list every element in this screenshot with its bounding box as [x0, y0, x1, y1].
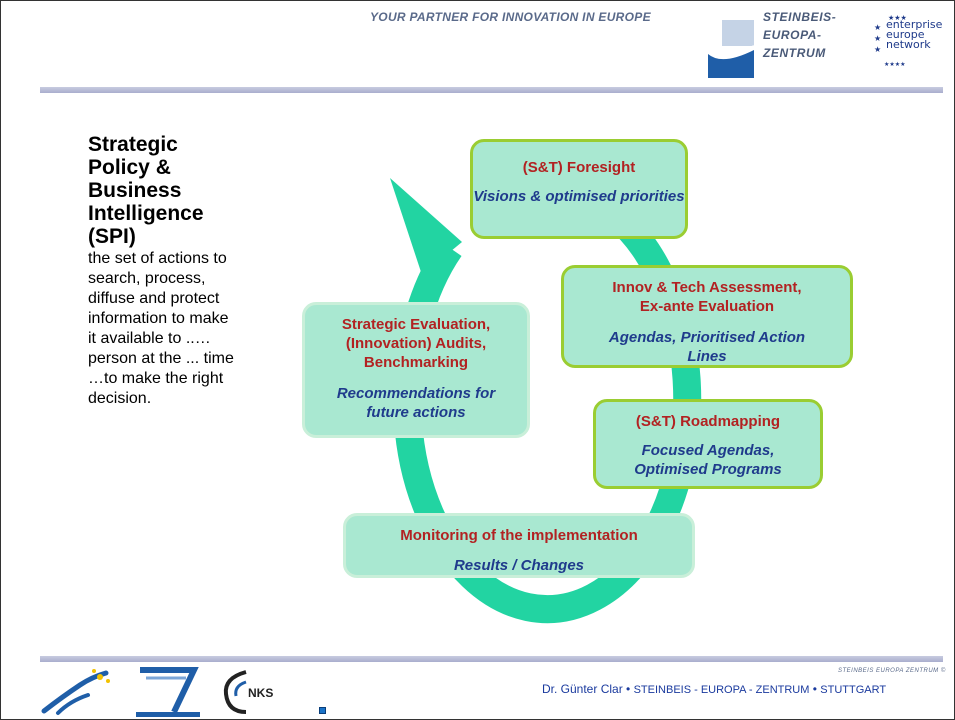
- een-star-ring-icon: ★★★ ★ ★ ★ ★★★★: [874, 14, 907, 68]
- footer-divider: [40, 656, 943, 662]
- roadmapping-sub: Focused Agendas, Optimised Programs: [634, 442, 782, 478]
- monitoring-box: Monitoring of the implementation Results…: [343, 513, 695, 578]
- nks-logo-icon: [223, 670, 247, 714]
- roadmapping-box: (S&T) Roadmapping Focused Agendas, Optim…: [593, 399, 823, 489]
- evaluation-title: Strategic Evaluation, (Innovation) Audit…: [341, 316, 491, 371]
- footer-author-line: Dr. Günter Clar • STEINBEIS - EUROPA - Z…: [542, 682, 886, 696]
- roadmapping-title: (S&T) Roadmapping: [635, 413, 781, 430]
- evaluation-sub: Recommendations for future actions: [336, 385, 496, 421]
- foresight-title: (S&T) Foresight: [522, 159, 636, 176]
- footer-author: Dr. Günter Clar: [542, 682, 623, 696]
- spi-title: Strategic Policy & Business Intelligence…: [88, 133, 204, 248]
- athlete-logo-icon: [41, 669, 110, 715]
- assessment-sub: Agendas, Prioritised Action Lines: [608, 329, 806, 365]
- evaluation-box: Strategic Evaluation, (Innovation) Audit…: [302, 302, 530, 438]
- svg-text:★: ★: [874, 23, 881, 32]
- een-line-1: enterprise: [886, 18, 943, 31]
- een-logo-text: enterprise europe network: [886, 18, 943, 51]
- monitoring-sub: Results / Changes: [453, 557, 585, 574]
- logo-line-3: ZENTRUM: [763, 46, 826, 60]
- foresight-sub: Visions & optimised priorities: [473, 188, 685, 205]
- spi-description: the set of actions to search, process, d…: [88, 250, 234, 407]
- svg-text:★: ★: [874, 45, 881, 54]
- header-divider: [40, 87, 943, 93]
- steinbeis-logo-mark: [708, 20, 754, 78]
- logo-line-2: EUROPA-: [763, 28, 822, 42]
- footer-org: STEINBEIS - EUROPA - ZENTRUM: [633, 684, 810, 696]
- nks-label: NKS: [248, 686, 274, 700]
- svg-text:★: ★: [874, 34, 881, 43]
- svg-text:★★★: ★★★: [888, 14, 907, 22]
- een-line-3: network: [886, 38, 931, 51]
- assessment-title: Innov & Tech Assessment, Ex-ante Evaluat…: [612, 279, 802, 315]
- fp7-logo-icon: [136, 667, 200, 717]
- footer-copyright: STEINBEIS EUROPA ZENTRUM ©: [838, 668, 946, 674]
- svg-text:★★★★: ★★★★: [884, 61, 906, 68]
- header-tagline: YOUR PARTNER FOR INNOVATION IN EUROPE: [370, 10, 651, 24]
- cycle-arrowhead-icon: [390, 178, 462, 275]
- logo-line-1: STEINBEIS-: [763, 10, 837, 24]
- footer-bullet-1: •: [626, 682, 634, 696]
- foresight-box: (S&T) Foresight Visions & optimised prio…: [470, 139, 688, 239]
- steinbeis-logo-text: STEINBEIS- EUROPA- ZENTRUM: [763, 8, 836, 62]
- een-line-2: europe: [886, 28, 925, 41]
- assessment-box: Innov & Tech Assessment, Ex-ante Evaluat…: [561, 265, 853, 368]
- spi-definition: Strategic Policy & Business Intelligence…: [88, 133, 238, 409]
- footer-city: STUTTGART: [820, 684, 887, 696]
- footer-bullet-2: •: [812, 682, 821, 696]
- small-square-icon: [319, 707, 326, 714]
- monitoring-title: Monitoring of the implementation: [400, 527, 638, 544]
